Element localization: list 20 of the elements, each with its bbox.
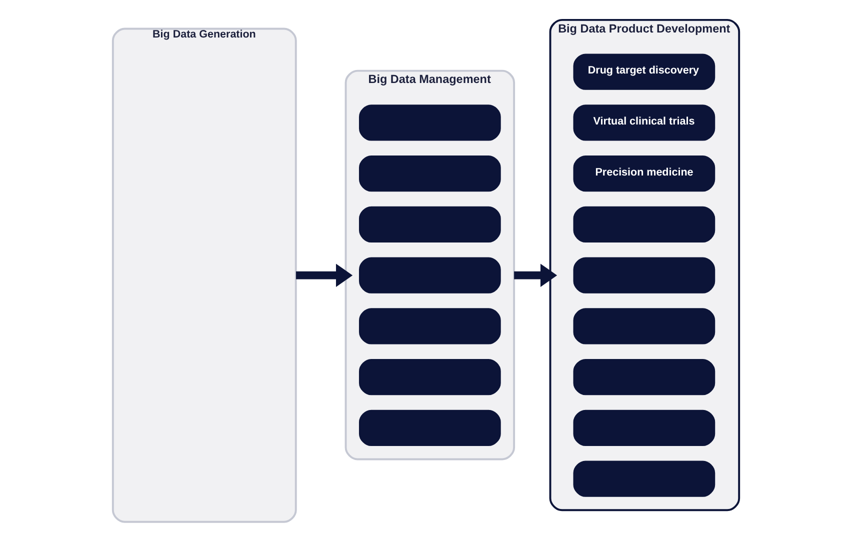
node-box: Precision medicine bbox=[573, 155, 716, 192]
node-box bbox=[573, 206, 716, 243]
node-box bbox=[358, 358, 501, 396]
node-box bbox=[358, 206, 501, 243]
cluster: Big Data Management bbox=[344, 70, 516, 460]
node-box bbox=[358, 308, 501, 344]
arrow bbox=[296, 264, 353, 287]
node-box bbox=[358, 257, 501, 294]
node-box: Virtual clinical trials bbox=[573, 104, 716, 141]
node-box bbox=[573, 308, 716, 344]
arrow bbox=[514, 264, 558, 287]
node-box: Drug target discovery bbox=[573, 54, 716, 90]
node-box bbox=[358, 104, 501, 141]
node-box bbox=[358, 410, 501, 446]
node-box bbox=[573, 410, 716, 446]
node-box bbox=[573, 460, 716, 497]
node-box bbox=[573, 257, 716, 294]
node-box: Big Data Generation bbox=[112, 28, 297, 523]
node-box bbox=[573, 358, 716, 396]
node-box bbox=[358, 155, 501, 192]
